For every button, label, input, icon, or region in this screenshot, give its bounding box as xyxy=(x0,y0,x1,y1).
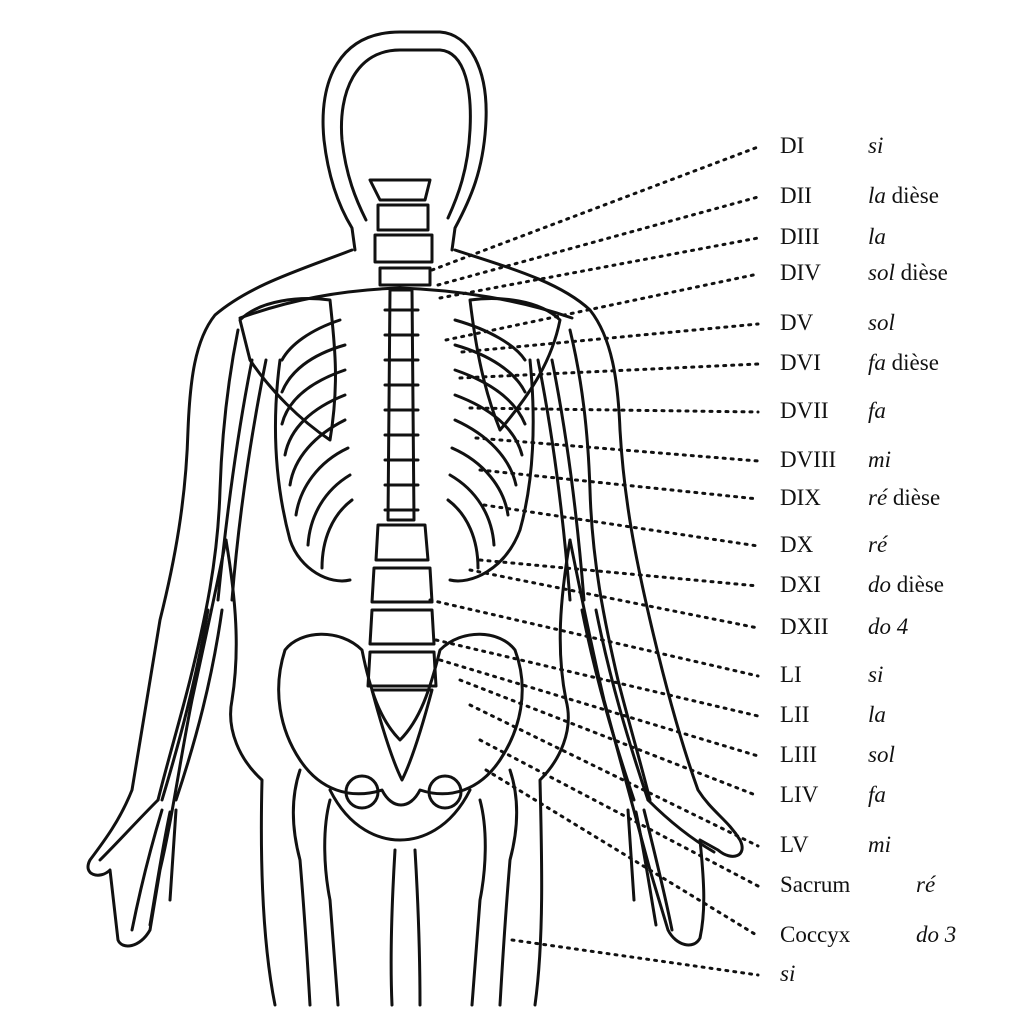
leader-line xyxy=(478,468,760,501)
body-outline-right xyxy=(453,248,744,947)
leader-line xyxy=(436,195,760,287)
leader-line xyxy=(458,362,760,380)
left-forearm xyxy=(160,608,224,802)
leader-line xyxy=(510,938,760,977)
leader-line xyxy=(478,558,760,588)
right-hip-socket xyxy=(427,774,463,810)
head-outline xyxy=(321,30,488,252)
left-flank xyxy=(224,538,277,1007)
leader-line xyxy=(434,638,760,718)
ribs-right xyxy=(446,318,527,570)
leader-line xyxy=(482,503,760,548)
right-arm-inner xyxy=(568,328,652,802)
body-outline xyxy=(86,248,354,948)
right-scapula xyxy=(468,297,562,432)
leader-line xyxy=(468,568,760,630)
inner-leg-right xyxy=(413,848,422,1007)
left-hand xyxy=(98,798,178,932)
cervical-spine xyxy=(368,178,434,287)
ribs-left xyxy=(280,318,354,570)
leader-line xyxy=(460,322,760,354)
right-femur xyxy=(470,768,519,1007)
left-hip-socket xyxy=(344,774,380,810)
leader-line xyxy=(458,678,760,798)
leader-line xyxy=(468,406,760,414)
leader-line xyxy=(444,272,760,342)
right-forearm xyxy=(580,608,650,802)
leader-line xyxy=(430,145,760,272)
right-flank xyxy=(533,538,572,1007)
sacrum xyxy=(370,688,434,782)
leader-line xyxy=(438,236,760,300)
leader-lines xyxy=(428,145,760,977)
inner-leg-left xyxy=(389,848,397,1007)
right-humerus xyxy=(536,358,586,602)
clavicles xyxy=(238,286,574,320)
leader-line xyxy=(438,658,760,758)
thoracic-spine xyxy=(383,288,420,522)
left-humerus xyxy=(216,358,268,602)
leader-line xyxy=(474,436,760,463)
left-arm-inner xyxy=(156,328,240,802)
ribcage-outline xyxy=(273,358,535,583)
pelvic-outlet xyxy=(328,788,472,842)
leader-line xyxy=(484,768,760,938)
leader-line xyxy=(468,703,760,848)
left-femur xyxy=(291,768,340,1007)
lumbar-spine xyxy=(366,523,438,688)
leader-line xyxy=(428,598,760,678)
head-inner-outline xyxy=(339,48,472,222)
right-hand xyxy=(626,798,716,932)
